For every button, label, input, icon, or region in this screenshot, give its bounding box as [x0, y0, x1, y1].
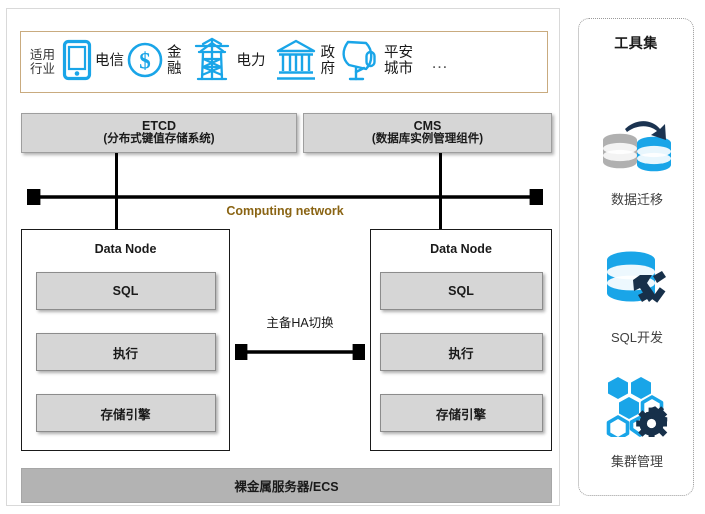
- component-box-cms: CMS (数据库实例管理组件): [303, 113, 552, 153]
- infrastructure-bar: 裸金属服务器/ECS: [21, 468, 552, 503]
- data-node-right: Data Node SQL 执行 存储引擎: [370, 229, 552, 451]
- government-line2: 府: [320, 61, 336, 77]
- industry-item-finance: $ 金 融: [126, 39, 182, 86]
- computing-network-label: Computing network: [226, 204, 344, 218]
- government-line1: 政: [320, 45, 336, 62]
- etcd-subtitle: (分布式键值存储系统): [103, 133, 215, 146]
- data-node-left-title: Data Node: [94, 242, 157, 256]
- industry-label-line2: 行业: [30, 62, 56, 76]
- ha-switch-connector: 主备HA切换: [235, 317, 365, 369]
- industry-label-government: 政 府: [321, 46, 336, 77]
- computing-network-bus: Computing network: [27, 189, 543, 223]
- industry-item-telecom: 电信: [62, 39, 124, 86]
- industry-label-line1: 适用: [30, 48, 56, 62]
- network-arrow-line: [27, 189, 543, 205]
- ha-arrow-line: [235, 343, 365, 360]
- tool-label-sql-development: SQL开发: [610, 330, 663, 345]
- mobile-phone-icon: [62, 39, 92, 86]
- tool-item-data-migration[interactable]: 数据迁移: [579, 115, 695, 208]
- data-node-right-item-sql: SQL: [379, 272, 543, 310]
- dollar-circle-icon: $: [126, 39, 164, 86]
- data-node-left-item-storage-engine: 存储引擎: [35, 394, 216, 432]
- industry-item-safe-city: 平安 城市: [339, 36, 413, 89]
- component-box-etcd: ETCD (分布式键值存储系统): [21, 113, 297, 153]
- industry-label-telecom: 电信: [95, 53, 125, 70]
- safe-city-line2: 城市: [384, 61, 414, 77]
- industry-label-power: 电力: [236, 53, 266, 70]
- tool-label-cluster-management: 集群管理: [610, 454, 663, 469]
- data-node-right-title: Data Node: [430, 242, 492, 256]
- data-node-right-item-storage-engine: 存储引擎: [379, 394, 543, 432]
- cms-subtitle: (数据库实例管理组件): [371, 133, 484, 146]
- cms-title: CMS: [413, 118, 442, 133]
- data-node-left-item-execution: 执行: [35, 333, 216, 371]
- data-migration-icon: [598, 115, 676, 180]
- tools-panel-title: 工具集: [614, 35, 658, 51]
- government-building-icon: [274, 37, 318, 88]
- more-industries-ellipsis[interactable]: …: [431, 52, 450, 72]
- svg-text:$: $: [139, 48, 151, 73]
- industry-bar: 适用 行业 电信 $: [20, 31, 548, 93]
- industry-bar-label: 适用 行业: [30, 48, 55, 76]
- architecture-panel: 适用 行业 电信 $: [6, 8, 560, 506]
- industry-label-safe-city: 平安 城市: [384, 46, 413, 77]
- industry-item-government: 政 府: [274, 37, 336, 88]
- safe-city-line1: 平安: [384, 45, 414, 62]
- tool-item-sql-development[interactable]: SQL开发: [579, 247, 695, 346]
- ha-switch-label: 主备HA切换: [266, 316, 334, 330]
- power-tower-icon: [190, 37, 234, 88]
- cluster-management-icon: [600, 375, 674, 442]
- tool-item-cluster-management[interactable]: 集群管理: [579, 375, 695, 470]
- industry-item-power: 电力: [190, 37, 266, 88]
- industry-label-finance: 金 融: [167, 46, 182, 77]
- security-camera-icon: [339, 36, 381, 89]
- finance-line1: 金: [167, 45, 182, 62]
- finance-line2: 融: [167, 61, 182, 77]
- tools-panel: 工具集: [578, 18, 694, 496]
- data-node-left-item-sql: SQL: [35, 272, 216, 310]
- sql-development-icon: [600, 247, 674, 318]
- data-node-right-item-execution: 执行: [379, 333, 543, 371]
- tool-label-data-migration: 数据迁移: [610, 192, 663, 207]
- etcd-title: ETCD: [141, 118, 177, 133]
- data-node-left: Data Node SQL 执行 存储引擎: [21, 229, 230, 451]
